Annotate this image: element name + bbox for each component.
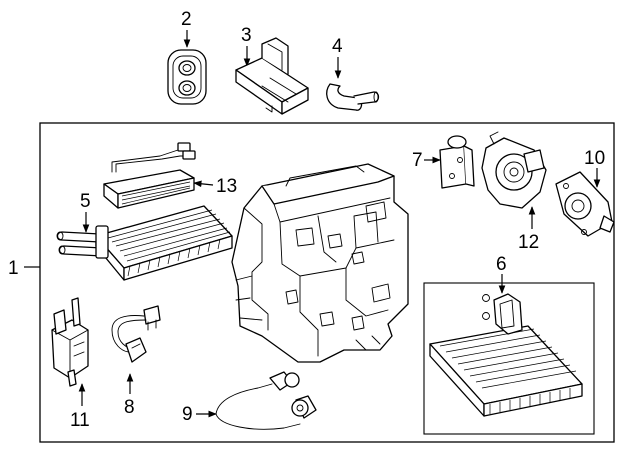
callout-6: 6 <box>496 254 507 275</box>
callout-10: 10 <box>584 148 605 169</box>
callout-13: 13 <box>216 176 237 197</box>
heater-core-part <box>56 205 233 281</box>
callout-2: 2 <box>181 9 192 30</box>
expansion-valve-part <box>439 135 475 189</box>
callout-5: 5 <box>80 191 91 212</box>
evaporator-part <box>429 293 583 417</box>
evaporator-frame <box>423 282 595 435</box>
actuator-part <box>51 297 89 387</box>
module-block-part <box>235 37 309 115</box>
servo-motor-part <box>555 171 615 237</box>
sensor-pigtail-part <box>111 305 161 363</box>
grommet-part <box>167 49 207 105</box>
blower-motor-part <box>481 131 547 209</box>
callout-11: 11 <box>70 410 90 431</box>
hvac-case-part <box>231 163 409 363</box>
temp-sensor-harness-part <box>215 371 317 430</box>
callout-8: 8 <box>124 397 135 418</box>
leader-13 <box>193 180 214 188</box>
callout-4: 4 <box>332 36 343 57</box>
callout-1: 1 <box>8 258 19 279</box>
callout-9: 9 <box>182 404 193 425</box>
callout-12: 12 <box>518 232 539 253</box>
assembly-frame <box>39 122 615 443</box>
hose-part <box>326 83 380 111</box>
harness-module-part <box>103 142 196 209</box>
callout-3: 3 <box>241 25 252 46</box>
callout-7: 7 <box>412 150 423 171</box>
